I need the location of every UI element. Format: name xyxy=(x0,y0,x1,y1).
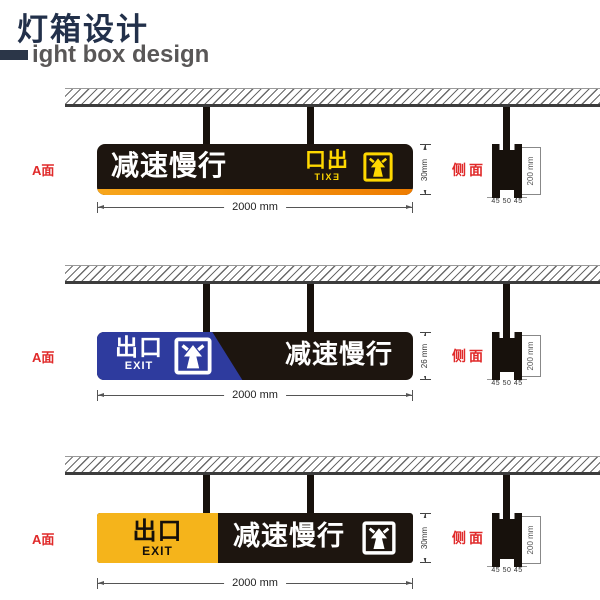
sign-panel: 减速慢行 出口 EXIT xyxy=(97,144,413,195)
hanger-rod-side xyxy=(503,475,510,522)
width-dimension: 2000 mm xyxy=(97,389,413,401)
design-row-2: A面 出口 EXIT 减速慢行 2000 mm xyxy=(0,265,600,405)
hanger-rod xyxy=(203,107,210,144)
side-height-dimension-label: 200 mm xyxy=(526,336,536,376)
height-dimension: 30mm xyxy=(418,144,432,195)
title-decoration-block xyxy=(0,50,28,60)
side-view-profile xyxy=(492,144,522,198)
side-bottom-dimension: 45 50 45 xyxy=(487,566,527,574)
hanger-rod-side xyxy=(503,284,510,341)
front-face-label: A面 xyxy=(32,531,55,547)
front-face-label: A面 xyxy=(32,163,55,178)
hanger-rod-side xyxy=(503,107,510,153)
design-row-3: A面 出口 EXIT 减速慢行 2000 mm xyxy=(0,456,600,596)
exit-arrow-icon xyxy=(362,521,396,555)
hanger-rod xyxy=(307,475,314,513)
side-height-dimension: 200 mm xyxy=(522,147,541,195)
exit-text: 出口 EXIT xyxy=(115,334,163,372)
hanger-rod xyxy=(307,284,314,332)
sign-panel: 出口 EXIT 减速慢行 xyxy=(97,332,413,380)
ceiling-hatch xyxy=(65,265,600,284)
page-subtitle: ight box design xyxy=(0,41,209,69)
hanger-rod xyxy=(307,107,314,144)
height-dimension-label: 26 mm xyxy=(420,336,430,376)
front-face-label: A面 xyxy=(32,349,55,365)
width-dimension: 2000 mm xyxy=(97,201,413,213)
exit-arrow-icon xyxy=(174,337,212,375)
slow-down-text: 减速慢行 xyxy=(111,150,228,181)
side-view-label: 侧面 xyxy=(452,348,486,364)
side-view-label: 侧面 xyxy=(452,530,486,546)
exit-text: 出口 xyxy=(132,517,183,545)
hanger-rod xyxy=(203,475,210,513)
page-subtitle-text: ight box design xyxy=(32,41,210,68)
ceiling-hatch xyxy=(65,456,600,475)
bottom-notch xyxy=(500,190,514,198)
bottom-notch xyxy=(500,559,514,567)
slow-down-text: 减速慢行 xyxy=(233,521,345,551)
exit-arrow-icon xyxy=(363,152,393,182)
hanger-rod xyxy=(203,284,210,332)
height-dimension: 26 mm xyxy=(418,332,432,380)
bottom-notch xyxy=(500,372,514,380)
ceiling-hatch xyxy=(65,88,600,107)
width-dimension-label: 2000 mm xyxy=(224,389,286,401)
slow-down-text: 减速慢行 xyxy=(284,339,393,369)
width-dimension-label: 2000 mm xyxy=(224,577,286,589)
height-dimension-label: 30mm xyxy=(420,149,430,190)
orange-accent-strip xyxy=(97,189,413,195)
height-dimension: 30mm xyxy=(418,513,432,563)
side-height-dimension-label: 200 mm xyxy=(526,151,536,191)
width-dimension-label: 2000 mm xyxy=(224,201,286,213)
side-view-label: 侧面 xyxy=(452,161,486,178)
sign-panel: 出口 EXIT 减速慢行 xyxy=(97,513,413,563)
side-height-dimension-label: 200 mm xyxy=(526,520,536,560)
side-bottom-dimension: 45 50 45 xyxy=(487,379,527,387)
exit-text-mirrored: 出口 EXIT xyxy=(304,149,348,182)
height-dimension-label: 30mm xyxy=(420,518,430,558)
width-dimension: 2000 mm xyxy=(97,577,413,589)
side-height-dimension: 200 mm xyxy=(522,516,541,564)
yellow-exit-section: 出口 EXIT xyxy=(97,513,218,563)
side-bottom-dimension: 45 50 45 xyxy=(487,197,527,205)
side-height-dimension: 200 mm xyxy=(522,335,541,377)
page-title: 灯箱设计 xyxy=(17,12,149,47)
design-row-1: A面 减速慢行 出口 EXIT 2000 mm xyxy=(0,88,600,228)
